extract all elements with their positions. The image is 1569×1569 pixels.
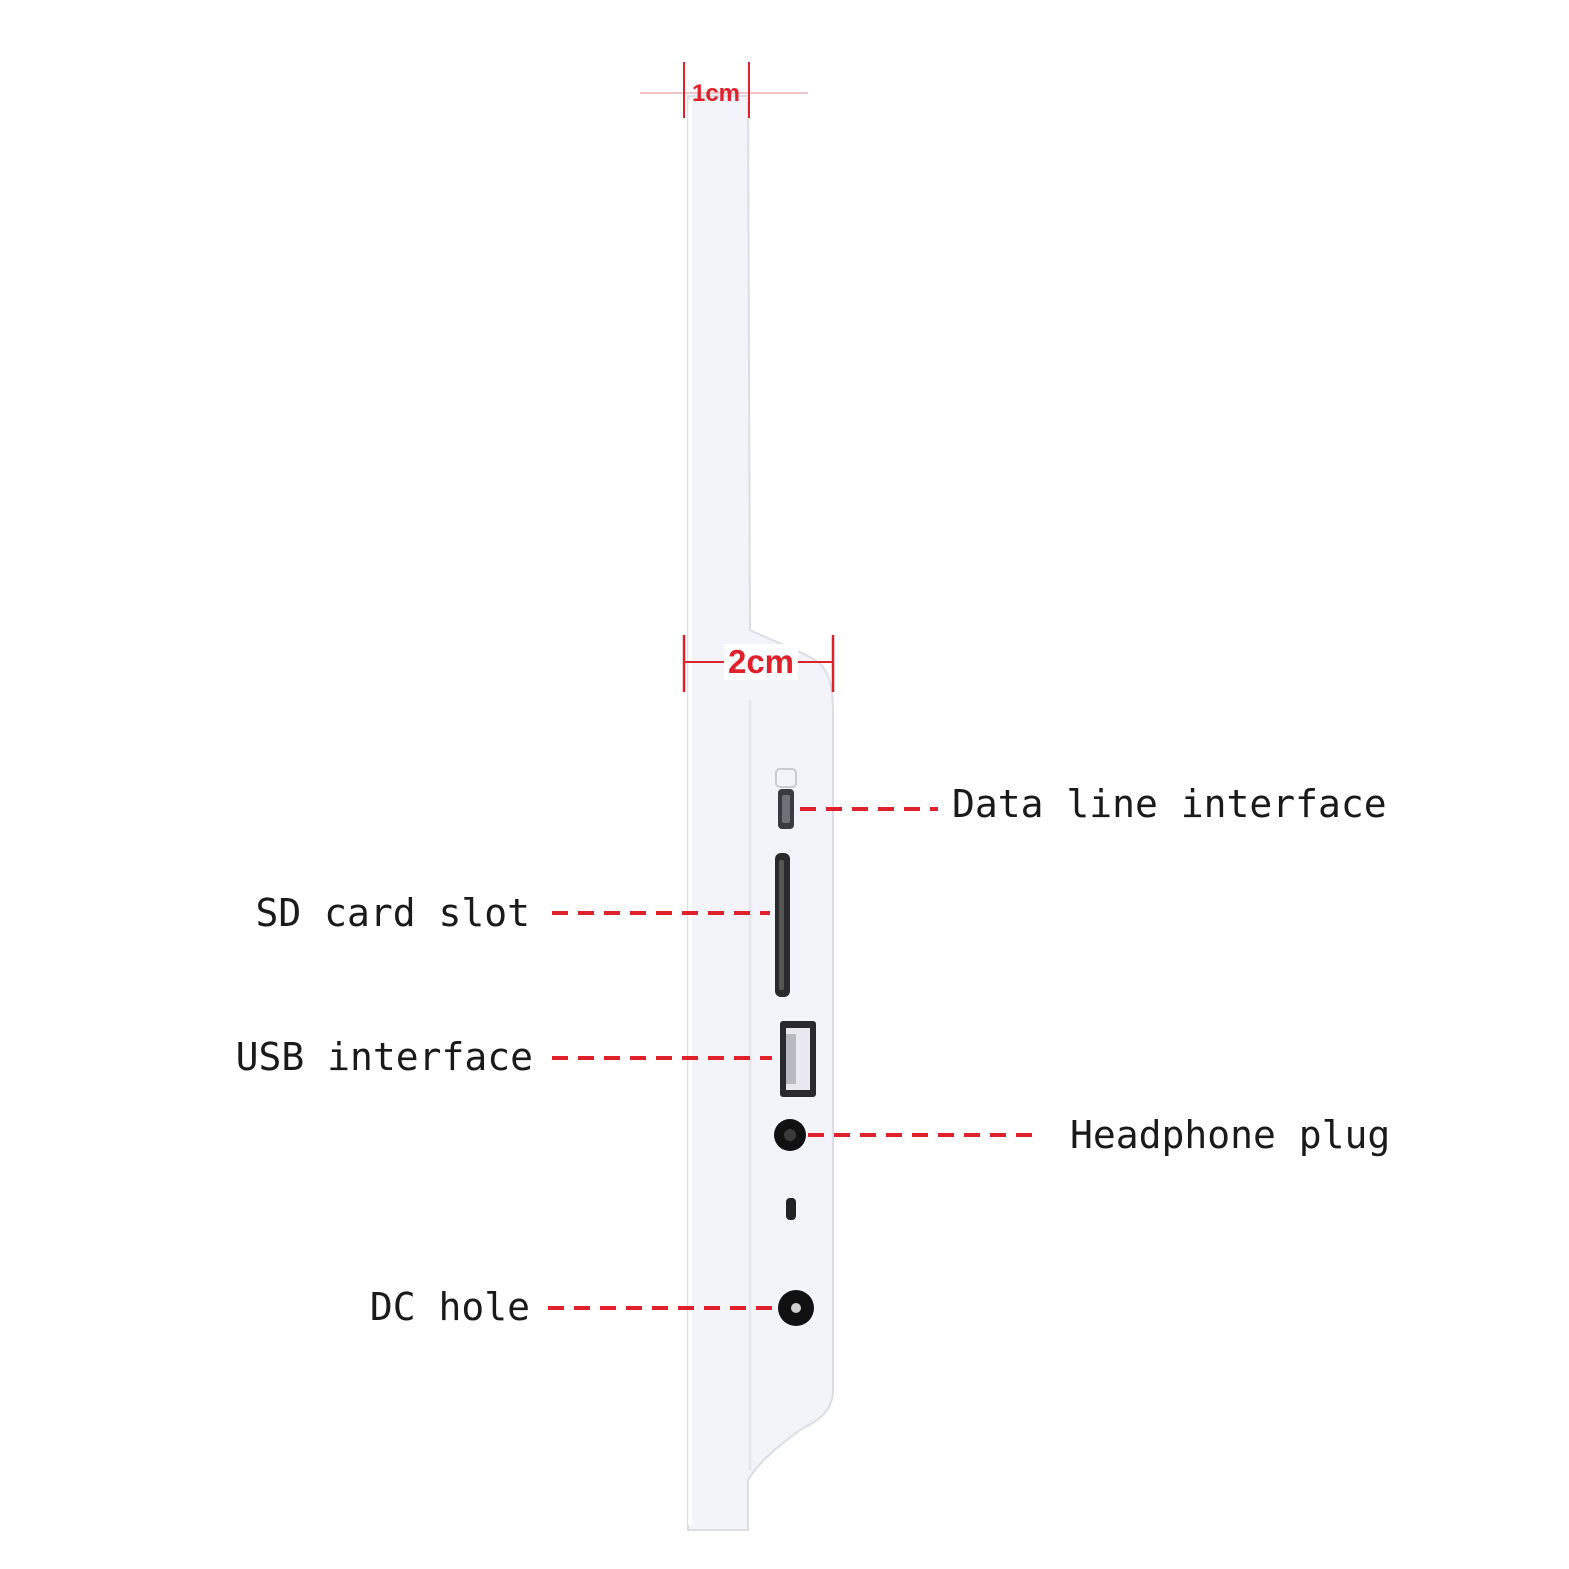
dimension-2cm: 2cm xyxy=(682,635,835,692)
label-usb-interface: USB interface xyxy=(236,1035,533,1079)
label-data-line-interface: Data line interface xyxy=(952,782,1387,826)
label-dc-hole: DC hole xyxy=(370,1285,530,1329)
usb-port-icon xyxy=(780,1021,816,1097)
data-line-port-icon xyxy=(775,768,797,829)
leader-lines xyxy=(548,807,1040,1310)
dimension-label-2cm: 2cm xyxy=(728,643,794,680)
dimension-label-1cm: 1cm xyxy=(692,80,740,107)
label-sd-card-slot: SD card slot xyxy=(255,891,530,935)
dc-jack-icon xyxy=(778,1290,814,1326)
device-body xyxy=(687,95,834,1531)
callout-labels: Data line interface SD card slot USB int… xyxy=(236,782,1391,1329)
indicator-hole-icon xyxy=(786,1198,796,1220)
headphone-jack-icon xyxy=(774,1119,806,1151)
sd-card-slot-icon xyxy=(775,853,790,997)
dimension-1cm: 1cm xyxy=(640,62,808,118)
label-headphone-plug: Headphone plug xyxy=(1070,1113,1390,1157)
